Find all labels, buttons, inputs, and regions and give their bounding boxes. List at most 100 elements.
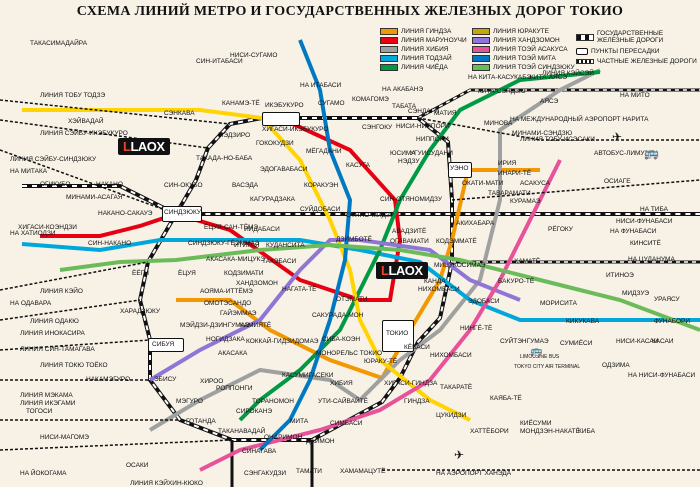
station-shimbashi: СИМБАСИ bbox=[330, 420, 363, 427]
station-shin-ochanomizu: СИН-ОТЯНОМИДЗУ bbox=[380, 196, 443, 203]
station-sendagi: СЭНДАГИ bbox=[408, 108, 439, 115]
label-keisei: ЛИНИЯ КЭЙСЭЙ bbox=[542, 70, 594, 77]
station-kasumigaseki: КАСУМИГАСЕКИ bbox=[282, 372, 334, 379]
station-meguro: МЭГУРО bbox=[176, 398, 203, 405]
legend-label: ЛИНИЯ ГИНДЗА bbox=[401, 28, 452, 35]
label-seibu-ikebukuro: ЛИНИЯ СЭЙБУ-ИКЭБУКУРО bbox=[40, 130, 128, 137]
station-kikukawa: КИКУКАВА bbox=[566, 318, 600, 325]
laox-logo: LLAOX bbox=[118, 138, 170, 155]
legend-label: ЛИНИЯ ТОЭЙ СИНДЗЮКУ bbox=[493, 64, 575, 71]
station-nagatacho: НАГАТА-ТЁ bbox=[282, 286, 317, 293]
label-limousine: LIMOUSINE BUS bbox=[520, 354, 560, 360]
label-keio-inokashira: ЛИНИЯ ИНОКАСИРА bbox=[20, 330, 85, 337]
station-morishita: МОРИСИТА bbox=[540, 300, 577, 307]
station-asakusa: АСАКУСА bbox=[520, 180, 550, 187]
station-akihabara: АКИХАБАРА bbox=[456, 220, 495, 227]
station-nishi-sugamo: НИСИ-СУГАМО bbox=[230, 52, 278, 59]
label-tobu-isesaki: ЛИНИЯ ТОБУ ИСЭСАКИ bbox=[520, 136, 595, 143]
station-nezu: НЭДЗУ bbox=[398, 158, 420, 165]
station-ginza: ГИНДЗА bbox=[404, 398, 430, 405]
hibiya-line bbox=[148, 68, 601, 432]
station-uguisudani: УГУИСУДАНИ bbox=[410, 150, 453, 157]
station-hatchobori: ХАТТЁБОРИ bbox=[470, 428, 509, 435]
station-nishi-nippori: НИСИ-НИППОРИ bbox=[396, 123, 450, 130]
station-omotesando: ОМОТЭСАНДО bbox=[204, 300, 252, 307]
station-nishi-magome: НИСИ-МАГОМЭ bbox=[40, 434, 89, 441]
legend-swatch bbox=[576, 59, 594, 64]
legend-label: ЛИНИЯ ТОДЗАЙ bbox=[401, 55, 452, 62]
station-ojima: ОДЗИМА bbox=[602, 362, 630, 369]
legend-label: ЧАСТНЫЕ ЖЕЛЕЗНЫЕ ДОРОГИ bbox=[597, 58, 697, 65]
station-shinjuku-gyoemmae: СИНДЗЮКУ-ГЁЭММАЭ bbox=[188, 240, 260, 247]
label-odakyu: ЛИНИЯ ОДАКЮ bbox=[30, 318, 79, 325]
private-railways bbox=[0, 99, 700, 471]
laox-logo-text: LAOX bbox=[388, 263, 423, 278]
station-tokyo: ТОКИО bbox=[386, 330, 409, 337]
station-tabata: ТАБАТА bbox=[392, 103, 417, 110]
label-to-funabashi: НА ФУНАБАСИ bbox=[610, 228, 657, 235]
station-bakurocho: БАКУРО-ТЁ bbox=[498, 278, 535, 285]
station-ichigaya: ИТИГАЯ bbox=[234, 242, 260, 249]
station-monzen-nakacho: МОНДЗЭН-НАКАТЁ bbox=[520, 428, 580, 435]
station-monorail: МОНОРЕЛЬС ТОКИО bbox=[316, 350, 383, 357]
station-komagome: КОМАГОМЭ bbox=[352, 96, 389, 103]
station-hamacho: ХАМАТЁ bbox=[514, 258, 541, 265]
legend-swatch bbox=[576, 33, 594, 41]
marunouchi-line bbox=[40, 116, 403, 302]
airplane-icon: ✈ bbox=[612, 130, 623, 144]
station-sumiyoshi: СУМИЁСИ bbox=[560, 340, 593, 347]
station-nakano-sakaue: НАКАНО-САКАУЭ bbox=[98, 210, 153, 217]
legend-swatch bbox=[472, 28, 490, 35]
station-tsukiji: ЦУКИДЗИ bbox=[436, 412, 467, 419]
station-ueno: УЭНО bbox=[450, 165, 469, 172]
label-to-odawara: НА ОДАВАРА bbox=[10, 300, 52, 307]
station-mizue: МИДЗУЭ bbox=[622, 290, 649, 297]
station-kagurazaka: КАГУРАДЗАКА bbox=[250, 196, 296, 203]
station-higashi-koenji: ХИГАСИ-КОЭНДЗИ bbox=[18, 224, 77, 231]
legend-swatch bbox=[472, 64, 490, 71]
transfer-box-tokyo bbox=[382, 320, 414, 352]
legend-label: ПУНКТЫ ПЕРЕСАДКИ bbox=[591, 48, 660, 55]
station-kokkai-gijidomae: КОККАЙ-ГИДЗИДОМАЭ bbox=[246, 338, 319, 345]
label-keikyu: ЛИНИЯ КЭЙХИН-КЮКО bbox=[130, 480, 203, 487]
station-inaricho: ИНАРИ-ТЁ bbox=[498, 170, 532, 177]
station-yoyogi: ЁЁГИ bbox=[132, 270, 149, 277]
laox-logo-text: LAOX bbox=[130, 139, 165, 154]
label-to-itabashi: НА ИТАБАСИ bbox=[300, 82, 342, 89]
transfer-box-shinjuku bbox=[162, 206, 202, 222]
station-ichinoe: ИТИНОЭ bbox=[606, 272, 634, 279]
map-legend: ЛИНИЯ ГИНДЗА ЛИНИЯ МАРУНОУЧИ ЛИНИЯ ХИБИЯ… bbox=[380, 28, 697, 74]
legend-label: ЛИНИЯ ХИБИЯ bbox=[401, 46, 449, 53]
legend-swatch bbox=[472, 46, 490, 53]
station-daimon: ДАЙМОН bbox=[306, 438, 335, 445]
station-ogawamachi: ОГАВАМАТИ bbox=[390, 238, 429, 245]
legend-item-transfer: ПУНКТЫ ПЕРЕСАДКИ bbox=[576, 48, 659, 55]
legend-item-private: ЧАСТНЫЕ ЖЕЛЕЗНЫЕ ДОРОГИ bbox=[576, 58, 697, 65]
legend-swatch bbox=[472, 55, 490, 62]
station-hiroo: ХИРОО bbox=[200, 378, 224, 385]
label-to-nishi-funabashi: НА НИСИ-ФУНАБАСИ bbox=[628, 372, 696, 379]
station-sakuradamon: САКУРАДА-МОН bbox=[312, 312, 364, 319]
station-senkawa: СЭНКАВА bbox=[164, 110, 195, 117]
legend-item-tozai: ЛИНИЯ ТОДЗАЙ bbox=[380, 55, 452, 62]
station-kojimachi: КОДЗИМАТИ bbox=[224, 270, 264, 277]
station-kanamecho: КАНАМЭ-ТЁ bbox=[222, 100, 260, 107]
legend-swatch bbox=[576, 48, 588, 55]
legend-swatch bbox=[380, 55, 398, 62]
station-kasai: КАСАИ bbox=[652, 338, 674, 345]
station-suitengumae: СУЙТЭНГУМАЭ bbox=[500, 338, 549, 345]
station-heiwadai: ХЭЙВАДАЙ bbox=[68, 118, 104, 125]
station-nippori: НИППОРИ bbox=[416, 136, 449, 143]
station-uchisaiwaicho: УТИ-САЙВАЙТЁ bbox=[318, 398, 368, 405]
toei-shinjuku-line bbox=[59, 242, 700, 332]
station-yotsuya: ЁЦУЯ bbox=[178, 270, 196, 277]
label-keio: ЛИНИЯ КЭЙО bbox=[40, 288, 83, 295]
station-kuramae: КУРАМАЭ bbox=[510, 198, 541, 205]
station-okachimachi: ОКАТИ-МАТИ bbox=[462, 180, 504, 187]
legend-swatch bbox=[380, 28, 398, 35]
station-shinjuku: СИНДЗЮКУ bbox=[164, 209, 201, 216]
transfer-box-ueno bbox=[448, 162, 472, 178]
legend-label: ЛИНИЯ ХАНДЗОМОН bbox=[493, 37, 560, 44]
airplane-icon: ✈ bbox=[454, 448, 465, 462]
station-kayabacho: КАЯБА-ТЁ bbox=[490, 395, 522, 402]
